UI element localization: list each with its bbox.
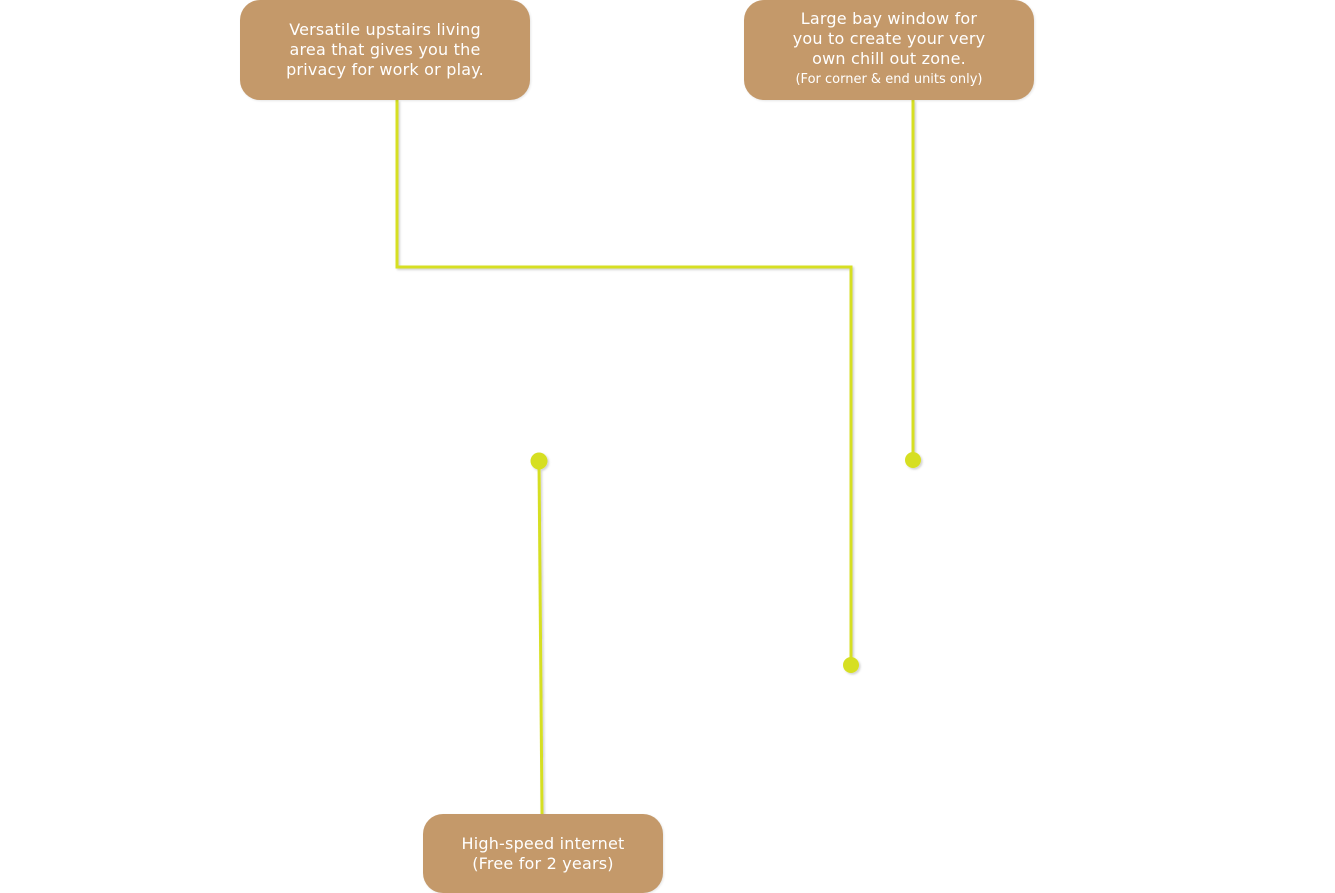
connector-upstairs [395,100,853,665]
callout-text-line: High-speed internet [461,833,625,853]
callout-text-line: privacy for work or play. [286,60,484,79]
callout-text-line: (Free for 2 years) [472,853,614,873]
connector-dot-upstairs [843,657,859,673]
callout-text-line: Versatile upstairs living [289,20,481,39]
connector-dot-baywindow [905,452,921,468]
connector-internet [537,460,544,815]
callout-text-line: own chill out zone. [812,49,966,68]
callout-bay-window: Large bay window for you to create your … [744,0,1034,100]
callout-note: (For corner & end units only) [795,72,983,87]
callout-high-speed-internet: High-speed internet (Free for 2 years) [423,814,663,893]
callout-text-line: Large bay window for [800,9,978,28]
connector-dot-internet [530,452,548,470]
callout-upstairs-living: Versatile upstairs living area that give… [240,0,530,100]
callout-text-line: you to create your very [792,29,986,48]
callout-text-line: area that gives you the [289,40,481,59]
